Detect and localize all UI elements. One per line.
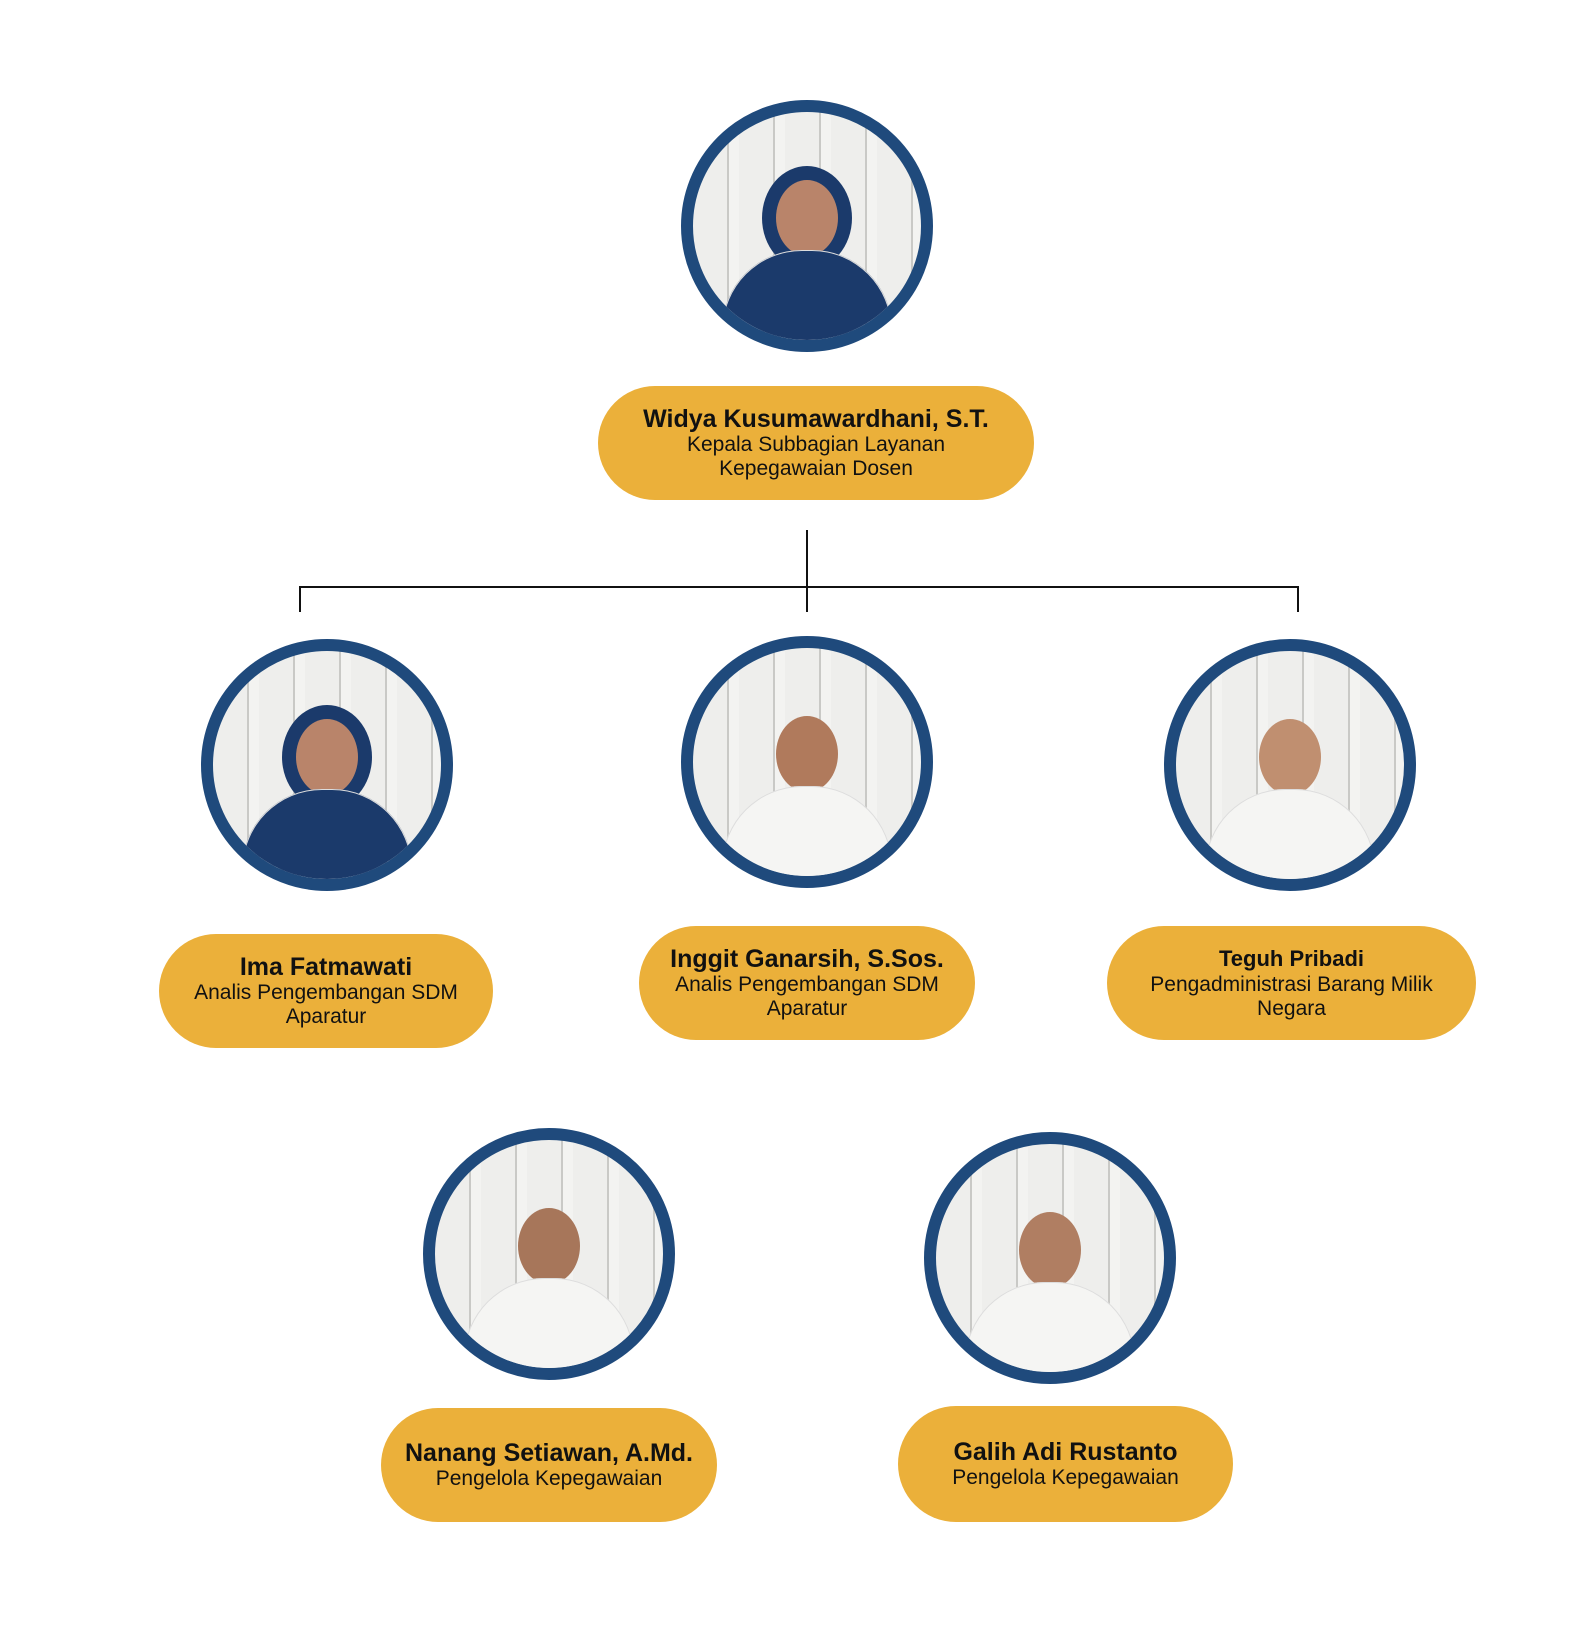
card-nanang: Nanang Setiawan, A.Md. Pengelola Kepegaw… <box>381 1408 717 1522</box>
person-role: Kepegawaian Dosen <box>719 457 913 480</box>
person-role: Kepala Subbagian Layanan <box>686 433 946 456</box>
photo-teguh <box>1164 639 1416 891</box>
photo-nanang <box>423 1128 675 1380</box>
person-role: Analis Pengembangan SDM <box>194 981 458 1004</box>
person-name: Teguh Pribadi <box>1218 946 1365 971</box>
connector-horizontal <box>300 586 1299 588</box>
person-name: Nanang Setiawan, A.Md. <box>404 1439 693 1467</box>
card-widya: Widya Kusumawardhani, S.T. Kepala Subbag… <box>598 386 1034 500</box>
person-role: Pengelola Kepegawaian <box>435 1467 663 1490</box>
photo-widya <box>681 100 933 352</box>
card-inggit: Inggit Ganarsih, S.Sos. Analis Pengemban… <box>639 926 975 1040</box>
person-name: Widya Kusumawardhani, S.T. <box>643 405 989 433</box>
card-ima: Ima Fatmawati Analis Pengembangan SDM Ap… <box>159 934 493 1048</box>
person-name: Ima Fatmawati <box>239 953 413 981</box>
person-role: Aparatur <box>285 1005 367 1028</box>
person-role: Negara <box>1257 997 1326 1020</box>
person-name: Galih Adi Rustanto <box>953 1438 1178 1466</box>
person-role: Analis Pengembangan SDM <box>675 973 939 996</box>
photo-galih <box>924 1132 1176 1384</box>
person-role: Aparatur <box>766 997 848 1020</box>
connector-drop-left <box>299 586 301 612</box>
photo-ima <box>201 639 453 891</box>
person-role: Pengadministrasi Barang Milik <box>1150 973 1433 996</box>
connector-vertical <box>806 530 808 612</box>
card-teguh: Teguh Pribadi Pengadministrasi Barang Mi… <box>1107 926 1476 1040</box>
person-role: Pengelola Kepegawaian <box>952 1466 1179 1489</box>
photo-inggit <box>681 636 933 888</box>
person-name: Inggit Ganarsih, S.Sos. <box>670 945 944 973</box>
card-galih: Galih Adi Rustanto Pengelola Kepegawaian <box>898 1406 1233 1522</box>
connector-drop-right <box>1297 586 1299 612</box>
